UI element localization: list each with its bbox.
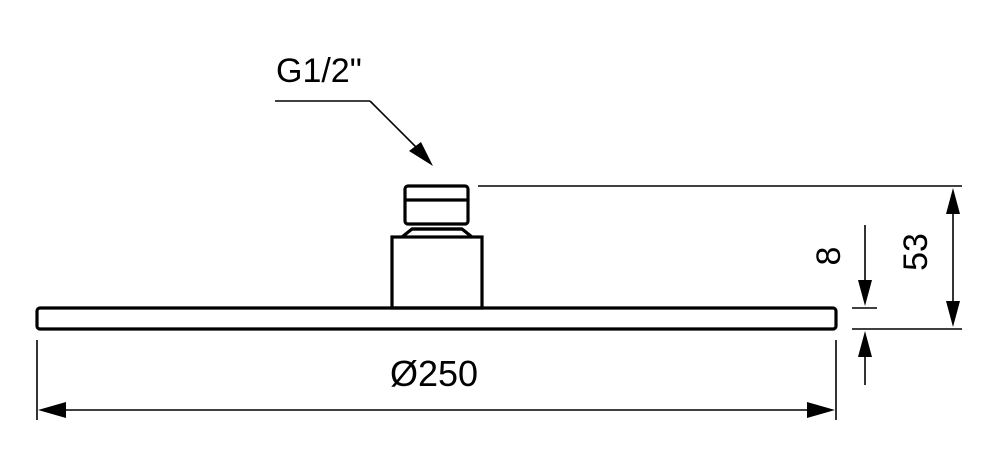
plate-thickness-dimension [858,225,872,385]
thread-label: G1/2" [276,52,362,90]
thickness-arrowhead-bottom [858,331,872,357]
height-arrowhead-top [946,188,960,214]
height-arrowhead-bottom [946,301,960,327]
total-height-dimension [946,188,960,327]
connector [390,184,484,310]
thread-leader [275,100,433,166]
shower-plate [35,306,838,331]
total-height-label: 53 [897,233,935,271]
thread-leader-arrowhead [409,142,433,166]
connector-base [390,235,484,310]
diameter-dimension [36,340,837,420]
diameter-arrowhead-right [807,402,835,418]
plate-thickness-label: 8 [810,247,848,266]
thickness-arrowhead-top [858,280,872,306]
diameter-label: Ø250 [390,353,478,394]
diameter-arrowhead-left [38,402,66,418]
thread-nut [403,184,470,226]
